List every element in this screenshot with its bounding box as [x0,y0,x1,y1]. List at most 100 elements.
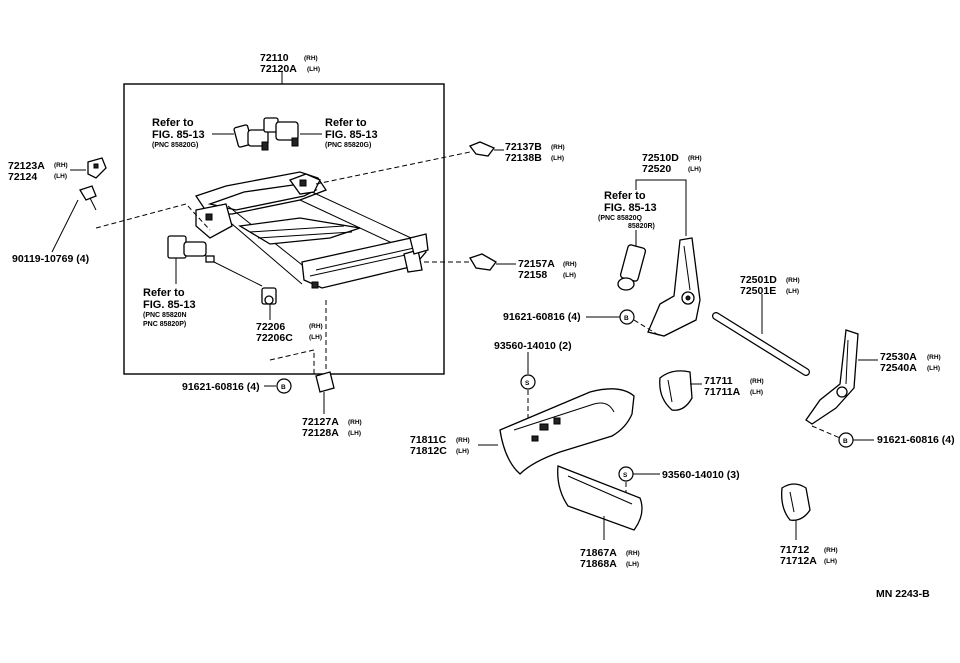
bracket-72127a [315,371,335,393]
recliner-adjuster-72510d [647,237,701,337]
ref4-fig: FIG. 85-13 [604,202,657,214]
suffix-72501d: (RH) [786,277,800,284]
marker-b-1-text: B [281,384,286,391]
shield-71811c [499,388,635,475]
label-72127a: 72127A [302,416,339,428]
suffix-72120a: (LH) [307,66,320,73]
bolt-90119 [79,185,97,211]
ref3-pnc2: PNC 85820P) [143,321,186,328]
label-71867a: 71867A [580,547,617,559]
label-72137b: 72137B [505,141,542,153]
ref4-pnc1: (PNC 85820Q [598,215,643,222]
clip-part-72157a [469,253,497,271]
label-72123a: 72123A [8,160,45,172]
label-72530a: 72530A [880,351,917,363]
label-72110: 72110 [260,52,289,64]
label-90119: 90119-10769 (4) [12,253,89,265]
label-72206: 72206 [256,321,285,333]
marker-s-1-text: S [525,380,530,387]
suffix-71712a: (LH) [824,558,837,565]
clip-part-72137b [468,141,496,157]
suffix-71867a: (RH) [626,550,640,557]
label-93560-a: 93560-14010 (2) [494,340,572,352]
suffix-72158: (LH) [563,272,576,279]
suffix-71711a: (LH) [750,389,763,396]
label-72501d: 72501D [740,274,777,286]
suffix-71711: (RH) [750,378,764,385]
label-71712a: 71712A [780,555,817,567]
suffix-72123a: (RH) [54,162,68,169]
connecting-rod-72501d [712,312,810,376]
label-71868a: 71868A [580,558,617,570]
ref3-refer: Refer to [143,287,185,299]
ref2-pnc: (PNC 85820G) [325,142,371,149]
label-71712: 71712 [780,544,809,556]
suffix-72137b: (RH) [551,144,565,151]
recliner-adjuster-72530a [805,329,859,425]
suffix-72530a: (RH) [927,354,941,361]
suffix-71712: (RH) [824,547,838,554]
marker-b-2 [619,309,635,325]
label-91621-a: 91621-60816 (4) [182,381,260,393]
marker-b-2-text: B [624,315,629,322]
label-72158: 72158 [518,269,547,281]
label-72206c: 72206C [256,332,293,344]
suffix-72127a: (RH) [348,419,362,426]
label-71811c: 71811C [410,434,447,446]
label-72501e: 72501E [740,285,776,297]
marker-b-3-text: B [843,438,848,445]
suffix-72501e: (LH) [786,288,799,295]
assembly-frame [123,83,445,375]
label-93560-b: 93560-14010 (3) [662,469,740,481]
gear-box-part [261,287,277,305]
suffix-72138b: (LH) [551,155,564,162]
cover-71711 [659,370,693,411]
label-71711a: 71711A [704,386,741,398]
suffix-72206c: (LH) [309,334,322,341]
recliner-motor-part [617,244,647,291]
ref4-refer: Refer to [604,190,646,202]
suffix-71868a: (LH) [626,561,639,568]
ref2-refer: Refer to [325,117,367,129]
clip-part-72123a [87,157,107,179]
suffix-72124: (LH) [54,173,67,180]
label-72157a: 72157A [518,258,555,270]
slide-motor-part [233,124,269,151]
suffix-72520: (LH) [688,166,701,173]
marker-s-2-text: S [623,472,628,479]
seat-track-assembly [194,171,429,289]
ref3-pnc1: (PNC 85820N [143,312,187,319]
lower-motor-part [167,235,263,287]
suffix-72206: (RH) [309,323,323,330]
label-72510d: 72510D [642,152,679,164]
lifter-motor-part [263,117,299,147]
marker-s-1 [520,374,536,390]
diagram-code: MN 2243-B [876,588,930,600]
label-72520: 72520 [642,163,671,175]
ref4-pnc2: 85820R) [628,223,655,230]
label-91621-c: 91621-60816 (4) [877,434,955,446]
suffix-71811c: (RH) [456,437,470,444]
label-72128a: 72128A [302,427,339,439]
ref2-fig: FIG. 85-13 [325,129,378,141]
label-71711: 71711 [704,375,733,387]
label-72120a: 72120A [260,63,297,75]
ref1-pnc: (PNC 85820G) [152,142,198,149]
suffix-72540a: (LH) [927,365,940,372]
suffix-72110: (RH) [304,55,318,62]
label-72540a: 72540A [880,362,917,374]
marker-b-1 [276,378,292,394]
garnish-71867a [557,465,643,531]
suffix-72510d: (RH) [688,155,702,162]
ref3-fig: FIG. 85-13 [143,299,196,311]
suffix-71812c: (LH) [456,448,469,455]
label-71812c: 71812C [410,445,447,457]
cover-71712 [781,483,811,521]
suffix-72128a: (LH) [348,430,361,437]
suffix-72157a: (RH) [563,261,577,268]
ref1-refer: Refer to [152,117,194,129]
ref1-fig: FIG. 85-13 [152,129,205,141]
label-91621-b: 91621-60816 (4) [503,311,581,323]
label-72138b: 72138B [505,152,542,164]
